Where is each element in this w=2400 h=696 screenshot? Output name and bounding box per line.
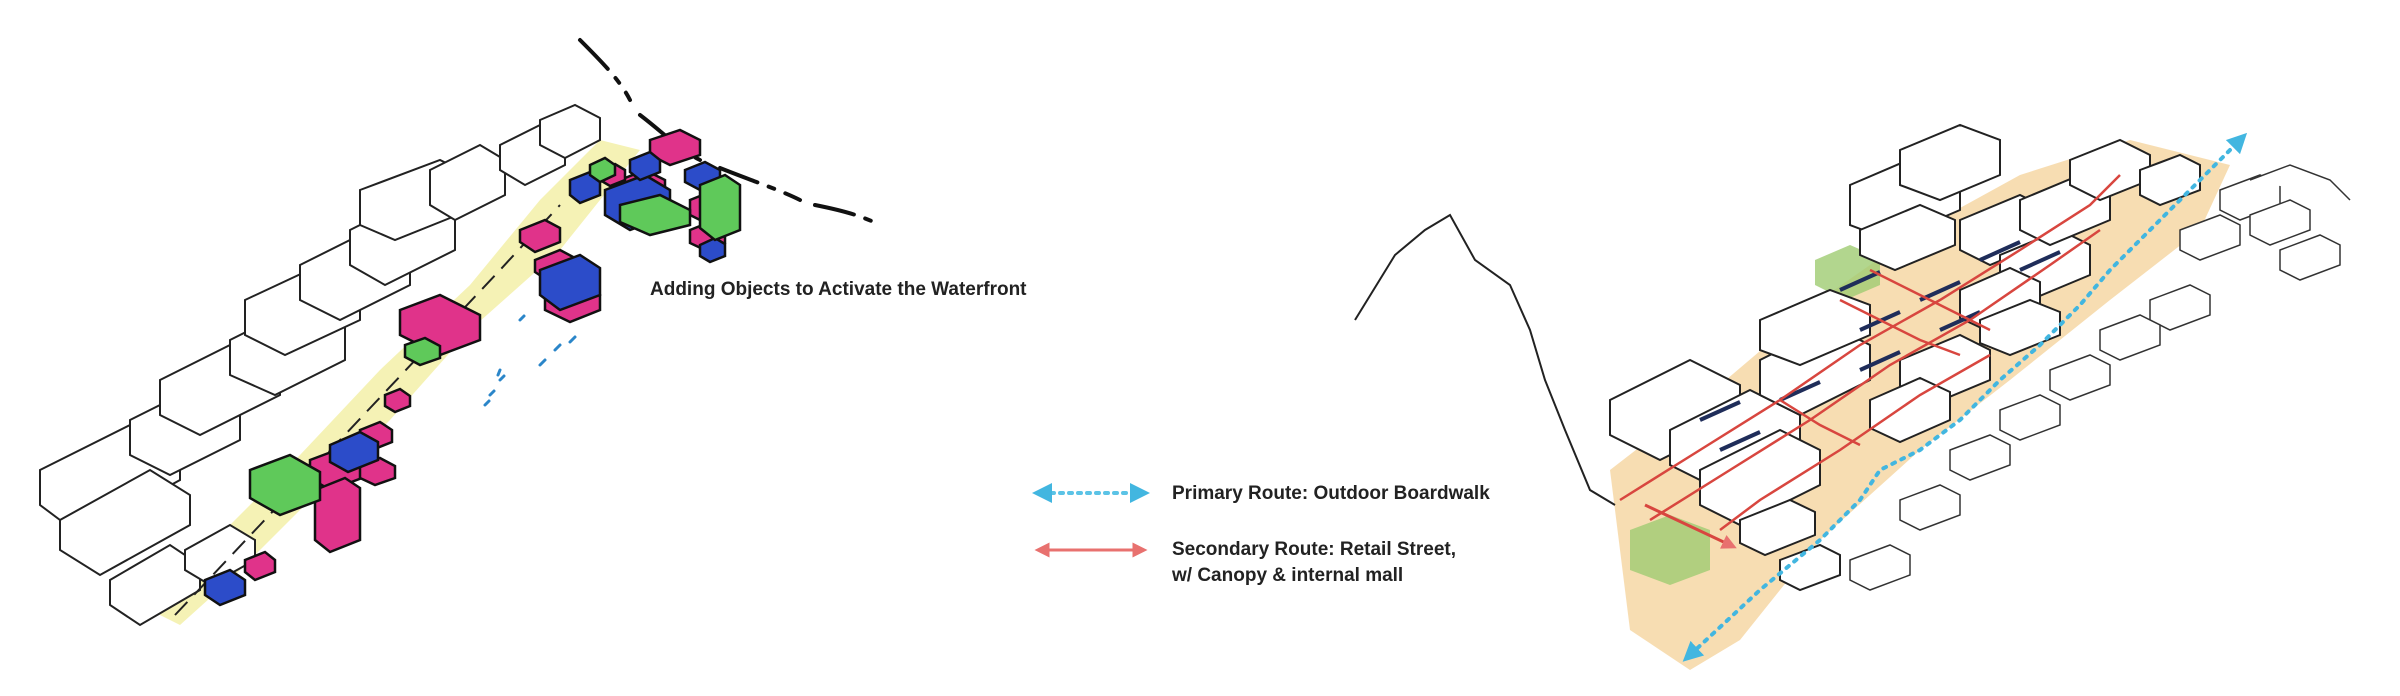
existing-buildings — [39, 103, 601, 627]
primary-route-legend-label: Primary Route: Outdoor Boardwalk — [1172, 483, 1490, 504]
activation-objects — [203, 128, 742, 607]
hillside-line — [1354, 213, 1616, 506]
waterfront-caption: Adding Objects to Activate the Waterfron… — [650, 279, 1027, 300]
legend — [1032, 483, 1150, 558]
promenade-path-line — [174, 204, 561, 616]
routes-sketch — [1354, 123, 2351, 670]
waterfront-sketch — [39, 38, 882, 627]
primary-route-boardwalk — [1682, 132, 2248, 662]
water-ticks — [483, 314, 577, 407]
secondary-route-legend-sublabel: w/ Canopy & internal mall — [1172, 565, 1404, 586]
secondary-route-legend-label: Secondary Route: Retail Street, — [1172, 539, 1457, 560]
green-wash-patch-south — [1630, 515, 1710, 585]
